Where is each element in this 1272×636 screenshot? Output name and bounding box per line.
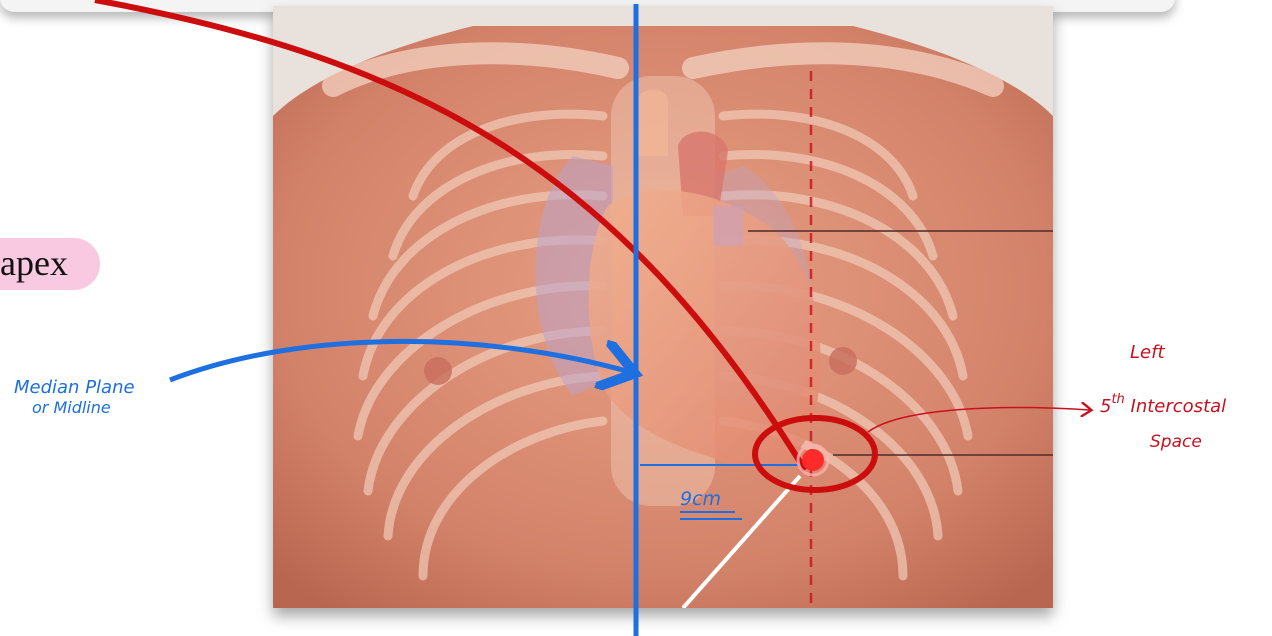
apex-dot	[802, 449, 824, 471]
intercostal-label: 5th Intercostal	[1100, 392, 1226, 417]
median-plane-line1: Median Plane	[14, 377, 135, 398]
intercostal-number: 5	[1100, 396, 1111, 417]
midline-arrow	[170, 341, 630, 380]
distance-label: 9cm	[680, 488, 721, 510]
intercostal-suffix: th	[1111, 392, 1124, 407]
intercostal-arrow	[868, 408, 1090, 432]
median-plane-line2: or Midline	[14, 398, 135, 418]
left-label: Left	[1130, 342, 1165, 363]
apex-pointer-curve	[95, 0, 805, 470]
median-plane-label: Median Plane or Midline	[14, 378, 135, 418]
space-label: Space	[1150, 432, 1202, 452]
intercostal-text: Intercostal	[1131, 396, 1227, 417]
